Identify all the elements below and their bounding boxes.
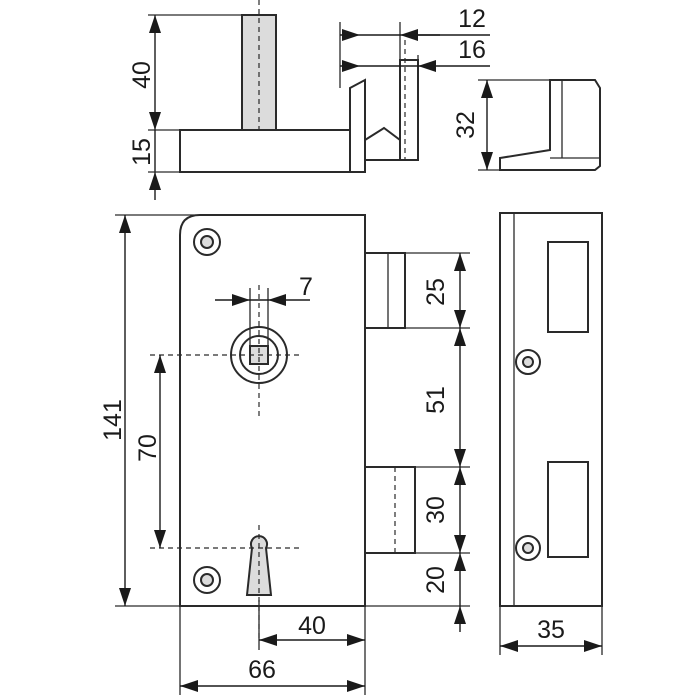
- dim-arrow: [454, 328, 466, 346]
- dim-arrow: [149, 112, 161, 130]
- strike-slot-top: [547, 241, 589, 333]
- dim-label-7: 7: [299, 273, 313, 301]
- dim-arrow: [454, 606, 466, 624]
- dim-label-70: 70: [134, 434, 162, 462]
- dim-arrow: [180, 680, 198, 692]
- dim-arrow: [481, 80, 493, 98]
- latch-bolt: [364, 252, 406, 329]
- dim-arrow: [347, 680, 365, 692]
- dim-arrow: [454, 449, 466, 467]
- dim-arrow: [119, 588, 131, 606]
- screw-hole-bottom-inner: [200, 573, 214, 587]
- strike-slot-bottom: [547, 461, 589, 558]
- dim-arrow: [454, 535, 466, 553]
- top-flange: [349, 78, 366, 173]
- dim-arrow: [454, 310, 466, 328]
- dim-label-20: 20: [422, 566, 450, 594]
- strike-angle: [499, 79, 601, 171]
- dim-arrow: [500, 640, 518, 652]
- dim-label-40-bottom: 40: [298, 612, 326, 640]
- dim-arrow: [584, 640, 602, 652]
- dim-arrow: [154, 530, 166, 548]
- dim-arrow: [149, 15, 161, 33]
- dim-arrow: [342, 60, 360, 72]
- lock-body: [179, 214, 366, 607]
- dead-bolt: [364, 466, 416, 554]
- dim-arrow: [154, 355, 166, 373]
- dim-arrow: [268, 294, 286, 306]
- dim-label-141: 141: [99, 399, 127, 441]
- strike-screw-bottom-inner: [522, 542, 534, 554]
- dim-arrow: [342, 29, 360, 41]
- dim-label-66: 66: [248, 656, 276, 684]
- strike-side-view: 32: [452, 79, 601, 171]
- dim-arrow: [119, 215, 131, 233]
- front-view: 7 141 70 25 51 30: [99, 214, 470, 695]
- strike-screw-top-inner: [522, 356, 534, 368]
- dim-label-35: 35: [537, 616, 565, 644]
- dim-arrow: [454, 553, 466, 571]
- dim-arrow: [347, 634, 365, 646]
- dim-label-51: 51: [422, 386, 450, 414]
- dim-label-16: 16: [458, 36, 486, 64]
- dim-label-15: 15: [128, 138, 156, 166]
- dim-label-30: 30: [422, 496, 450, 524]
- top-bolt-slot: [399, 59, 419, 161]
- strike-front-view: 35: [499, 212, 603, 655]
- dim-arrow: [232, 294, 250, 306]
- top-latch-nose: [364, 126, 401, 161]
- top-base-plate: [179, 129, 351, 173]
- dim-arrow: [149, 172, 161, 190]
- dim-arrow: [481, 152, 493, 170]
- dim-arrow: [259, 634, 277, 646]
- dim-arrow: [454, 253, 466, 271]
- dim-arrow: [400, 29, 418, 41]
- dim-arrow: [418, 60, 436, 72]
- dim-label-12: 12: [458, 5, 486, 33]
- screw-hole-top-inner: [200, 235, 214, 249]
- dim-arrow: [454, 467, 466, 485]
- top-view: 40 15 12 16: [128, 0, 490, 200]
- dim-label-32: 32: [452, 111, 480, 139]
- dim-label-40-top: 40: [128, 61, 156, 89]
- dim-label-25: 25: [422, 278, 450, 306]
